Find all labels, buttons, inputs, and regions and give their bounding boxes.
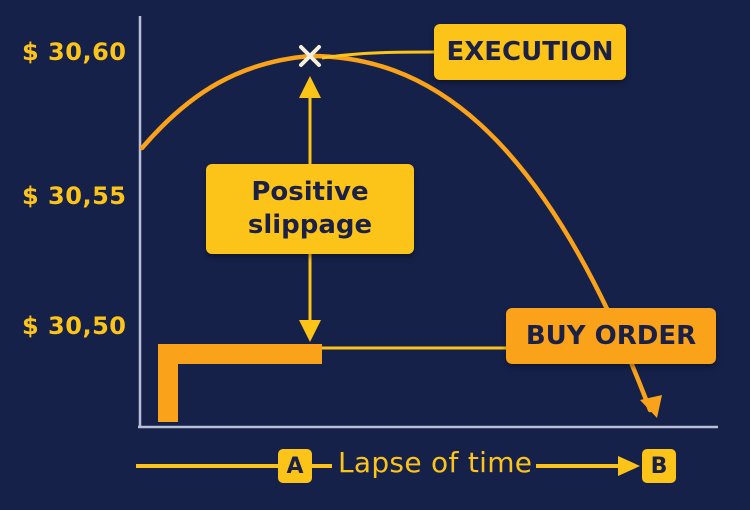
timeline-end-marker: B	[642, 449, 676, 483]
slippage-arrow-up-icon	[299, 76, 321, 98]
execution-label-box: EXECUTION	[434, 24, 626, 80]
y-tick-label: $ 30,50	[22, 312, 127, 340]
y-tick-label: $ 30,55	[22, 182, 127, 210]
slippage-label-line1: Positive	[251, 177, 369, 207]
buy-order-label-box: BUY ORDER	[506, 308, 716, 364]
slippage-arrow-down-icon	[299, 320, 321, 342]
execution-label: EXECUTION	[446, 37, 614, 67]
price-curve-arrowhead	[640, 395, 662, 418]
timeline-arrowhead-icon	[618, 456, 640, 476]
x-mark-icon	[299, 45, 321, 67]
y-tick-label: $ 30,60	[22, 38, 127, 66]
timeline-label: Lapse of time	[338, 446, 533, 479]
buy-order-step	[158, 344, 322, 422]
buy-order-label: BUY ORDER	[525, 321, 697, 351]
timeline-start-marker: A	[278, 449, 312, 483]
price-curve	[139, 53, 653, 413]
slippage-label-box: Positive slippage	[206, 164, 414, 254]
slippage-label-line2: slippage	[247, 210, 373, 240]
execution-connector	[321, 50, 437, 60]
